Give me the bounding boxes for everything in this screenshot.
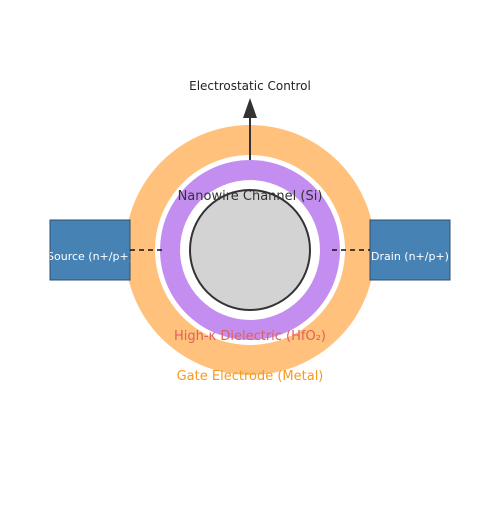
channel-label: Nanowire Channel (Si) [178,189,323,204]
electrostatic-control-label: Electrostatic Control [189,79,311,93]
gate-label: Gate Electrode (Metal) [177,369,324,384]
source-label: Source (n+/p+) [47,250,133,263]
control-arrow-head [243,98,257,118]
dielectric-label: High-κ Dielectric (HfO₂) [174,329,326,344]
nanowire-channel [189,189,311,311]
drain-label: Drain (n+/p+) [371,250,449,263]
drain-contact [369,219,451,281]
